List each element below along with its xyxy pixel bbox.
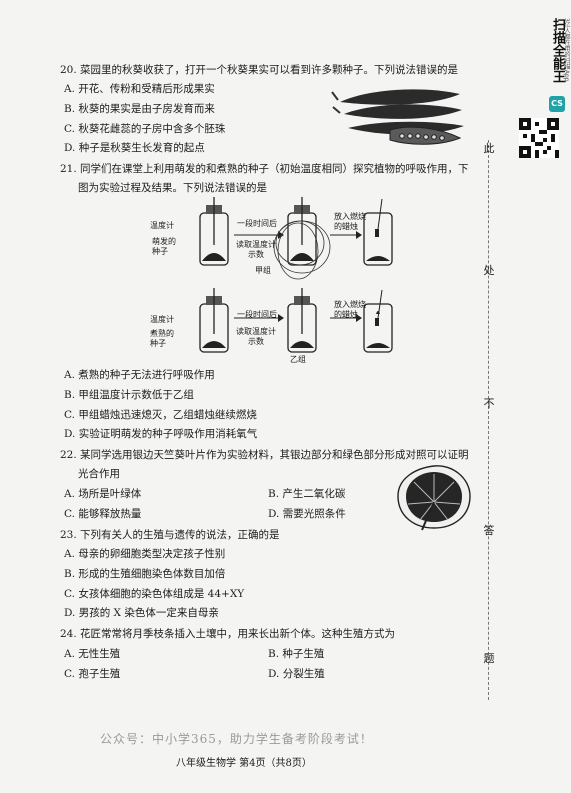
q23-option-c: C. 女孩体细胞的染色体组成是 44+XY <box>64 588 245 600</box>
group-b-arrow1-bottom: 读取温度计 示数 <box>236 327 276 346</box>
q20-option-c: C. 秋葵花雌蕊的子房中含多个胚珠 <box>64 123 226 135</box>
group-a-seeds-label: 萌发的 种子 <box>152 237 176 256</box>
app-logo: CS <box>549 96 565 112</box>
q21-option-d: D. 实验证明萌发的种子呼吸作用消耗氧气 <box>64 428 258 440</box>
group-b-arrow2-top: 放入燃烧 的蜡烛 <box>334 300 366 319</box>
app-badge: CS 扫描全能王 3亿人都在用的扫描App <box>545 18 570 158</box>
q22-option-b: B. 产生二氧化碳 <box>268 488 346 500</box>
group-a-drawing <box>199 197 393 280</box>
seal-char: 不 <box>483 397 495 410</box>
group-b-seeds-label: 煮熟的 种子 <box>150 329 174 348</box>
q24-option-d: D. 分裂生殖 <box>268 668 325 680</box>
q22-option-d: D. 需要光照条件 <box>268 508 346 520</box>
group-b-thermometer-label: 温度计 <box>150 315 174 324</box>
group-b-drawing <box>199 288 393 353</box>
q21-stem-line2: 图为实验过程及结果。下列说法错误的是 <box>78 182 267 194</box>
q20-stem: 20. 菜园里的秋葵收获了，打开一个秋葵果实可以看到许多颗种子。下列说法错误的是 <box>60 64 459 76</box>
qr-code-image <box>519 118 559 158</box>
q22-stem-line1: 22. 某同学选用银边天竺葵叶片作为实验材料，其银边部分和绿色部分形成对照可以证… <box>60 449 469 461</box>
q21-stem-line1: 21. 同学们在课堂上利用萌发的和煮熟的种子（初始温度相同）探究植物的呼吸作用，… <box>60 163 469 175</box>
q24-stem: 24. 花匠常常将月季枝条插入土壤中，用来长出新个体。这种生殖方式为 <box>60 628 396 640</box>
q20-option-d: D. 种子是秋葵生长发育的起点 <box>64 142 205 154</box>
q22-stem-line2: 光合作用 <box>78 468 120 480</box>
q23-option-b: B. 形成的生殖细胞染色体数目加倍 <box>64 568 226 580</box>
seal-char: 处 <box>483 264 495 277</box>
group-a-arrow1-top: 一段时间后 <box>237 219 277 228</box>
seal-char: 题 <box>483 652 495 665</box>
q24-option-c: C. 孢子生殖 <box>64 668 121 680</box>
geranium-leaf-image <box>397 465 471 531</box>
q20-option-a: A. 开花、传粉和受精后形成果实 <box>64 83 215 95</box>
group-a-arrow1-bottom: 读取温度计 示数 <box>236 240 276 259</box>
seal-char: 答 <box>483 524 495 537</box>
q21-option-a: A. 煮熟的种子无法进行呼吸作用 <box>64 369 215 381</box>
q24-option-b: B. 种子生殖 <box>268 648 325 660</box>
q24-option-a: A. 无性生殖 <box>64 648 121 660</box>
q21-option-c: C. 甲组蜡烛迅速熄灭，乙组蜡烛继续燃烧 <box>64 409 257 421</box>
group-a-thermometer-label: 温度计 <box>150 221 174 230</box>
q23-option-a: A. 母亲的卵细胞类型决定孩子性别 <box>64 548 226 560</box>
q21-option-b: B. 甲组温度计示数低于乙组 <box>64 389 194 401</box>
watermark-text: 公众号：中小学365，助力学生备考阶段考试！ <box>100 732 373 746</box>
q20-option-b: B. 秋葵的果实是由子房发育而来 <box>64 103 215 115</box>
q22-option-a: A. 场所是叶绿体 <box>64 488 142 500</box>
page-footer: 八年级生物学 第4页（共8页） <box>176 758 312 769</box>
q23-stem: 23. 下列有关人的生殖与遗传的说法，正确的是 <box>60 529 280 541</box>
group-a-label: 甲组 <box>255 266 271 275</box>
group-b-arrow1-top: 一段时间后 <box>237 310 277 319</box>
q22-option-c: C. 能够释放热量 <box>64 508 142 520</box>
seal-dashed-line <box>488 140 489 700</box>
group-b-label: 乙组 <box>290 355 306 364</box>
okra-pods-image <box>331 89 464 145</box>
group-a-arrow2-top: 放入燃烧 的蜡烛 <box>334 212 366 231</box>
q23-option-d: D. 男孩的 X 染色体一定来自母亲 <box>64 607 219 619</box>
app-name: 扫描全能王 <box>550 18 565 83</box>
seal-char: 此 <box>483 142 495 155</box>
app-tagline: 3亿人都在用的扫描App <box>563 18 570 82</box>
